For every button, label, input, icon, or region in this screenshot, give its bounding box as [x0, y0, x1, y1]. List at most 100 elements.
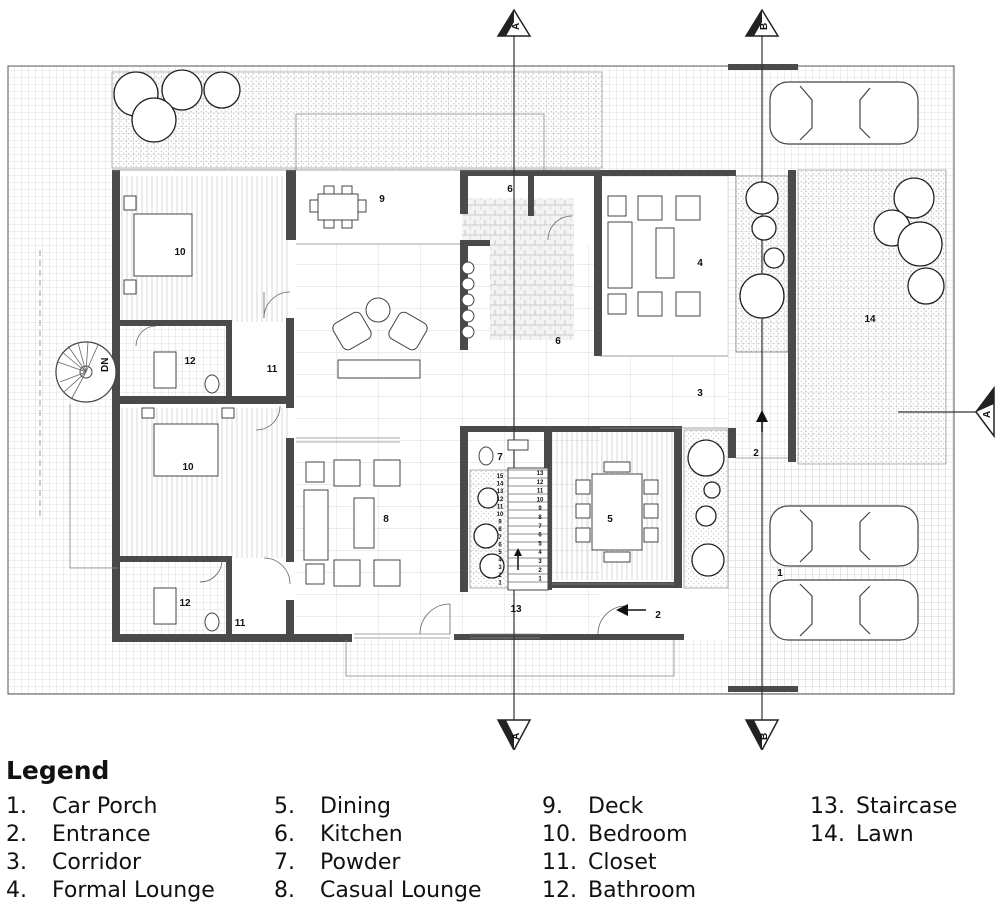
legend-item-label: Lawn	[856, 821, 914, 847]
room-number: 11	[267, 364, 278, 375]
legend-item: 6.Kitchen	[274, 820, 542, 848]
stair-step-number: 15	[497, 474, 504, 480]
legend-item: 5.Dining	[274, 792, 542, 820]
room-number: 12	[179, 598, 191, 609]
stair-step-number: 5	[498, 550, 502, 556]
stair-step-number: 10	[497, 512, 504, 518]
room-number: 2	[753, 448, 759, 459]
room-number: 3	[697, 388, 703, 399]
car-top	[769, 81, 919, 145]
stair-step-number: 13	[497, 489, 504, 495]
section-lines	[513, 36, 980, 722]
car-porch-2	[769, 579, 919, 641]
legend-item-label: Bathroom	[588, 877, 697, 903]
legend-list: 1. Car Porch 2. Entrance 3. Corridor 4. Formal …	[6, 792, 996, 904]
lawn-area	[797, 169, 947, 465]
room-number: 4	[697, 258, 703, 269]
stair-step-number: 9	[538, 506, 542, 512]
stair-step-number: 10	[537, 497, 544, 503]
section-marker-a-right: A	[975, 385, 995, 439]
stair-step-number: 12	[497, 497, 504, 503]
room-number: 9	[379, 194, 385, 205]
floor-plan: A B A B A DN	[7, 8, 995, 750]
stair-step-number: 5	[538, 541, 542, 547]
stair-step-number: 3	[538, 559, 542, 565]
room-number: 1	[777, 568, 783, 579]
kitchen-floor	[462, 198, 574, 242]
stair-step-number: 12	[537, 480, 544, 486]
legend-item-number: 13.	[810, 793, 845, 819]
stair-step-number: 1	[498, 580, 502, 586]
spiral-staircase: DN	[55, 341, 117, 403]
stair-step-number: 14	[497, 482, 504, 488]
section-letter: A	[511, 23, 522, 30]
room-number: 14	[864, 314, 876, 325]
legend-item-number: 9.	[542, 793, 563, 819]
stair-step-number: 13	[537, 471, 544, 477]
legend-item-label: Staircase	[856, 793, 958, 819]
legend-item-label: Closet	[588, 849, 657, 875]
section-letter: A	[511, 733, 522, 740]
room-number: 13	[510, 604, 522, 615]
legend-item-number: 14.	[810, 821, 845, 847]
legend-item: 7. Powder	[274, 848, 542, 876]
legend-item-number: 4.	[6, 877, 27, 903]
section-marker-b-bottom: B	[744, 719, 780, 750]
section-marker-b-top: B	[744, 8, 780, 37]
legend-item-number: 10.	[542, 821, 577, 847]
room-number: 6	[507, 184, 513, 195]
stair-dn-label: DN	[100, 358, 111, 372]
room-number: 10	[182, 462, 194, 473]
legend-item-number: 8.	[274, 877, 295, 903]
room-number: 11	[235, 618, 246, 629]
stair-step-number: 2	[498, 573, 502, 579]
legend-item-label: Powder	[320, 849, 401, 875]
legend-item-label: Bedroom	[588, 821, 688, 847]
room-number: 6	[555, 336, 561, 347]
legend-item-label: Deck	[588, 793, 644, 819]
legend-item: 1. Car Porch	[6, 792, 274, 820]
legend-item-number: 3.	[6, 849, 27, 875]
legend-item-label: Formal Lounge	[52, 877, 215, 903]
legend-item-label: Entrance	[52, 821, 151, 847]
legend-item-label: Car Porch	[52, 793, 158, 819]
legend-item-number: 2.	[6, 821, 27, 847]
room-number: 8	[383, 514, 389, 525]
stair-step-number: 11	[537, 489, 544, 495]
stair-step-number: 2	[538, 568, 542, 574]
legend-item: 11. Closet	[542, 848, 810, 876]
legend-title: Legend	[6, 756, 110, 785]
legend-item-label: Corridor	[52, 849, 142, 875]
stair-step-number: 7	[538, 524, 542, 530]
room-number: 2	[655, 610, 661, 621]
section-letter: B	[759, 23, 770, 30]
legend-item: 4. Formal Lounge	[6, 876, 274, 904]
room-number: 12	[184, 356, 196, 367]
car-porch-area	[728, 466, 946, 688]
section-letter: B	[759, 733, 770, 740]
legend-item: 14. Lawn	[810, 820, 1000, 848]
stair-step-number: 7	[498, 535, 502, 541]
legend-item-number: 7.	[274, 849, 295, 875]
stair-step-number: 3	[498, 565, 502, 571]
stair-step-number: 4	[498, 558, 502, 564]
legend-item-label: Kitchen	[320, 821, 403, 847]
section-marker-a-top: A	[496, 8, 532, 37]
trees	[113, 69, 945, 579]
stair-step-number: 1	[538, 577, 542, 583]
legend-item: 3. Corridor	[6, 848, 274, 876]
legend-item-number: 1.	[6, 793, 27, 819]
legend-item-label: Dining	[320, 793, 392, 819]
car-porch-1	[769, 505, 919, 567]
stair-step-number: 8	[538, 515, 542, 521]
legend-item: 8. Casual Lounge	[274, 876, 542, 904]
section-letter: A	[982, 411, 993, 418]
legend-item-number: 11.	[542, 849, 577, 875]
stair-step-number: 8	[498, 527, 502, 533]
legend-item-label: Casual Lounge	[320, 877, 482, 903]
guide-lines	[39, 113, 788, 677]
legend-item: 13. Staircase	[810, 792, 1000, 820]
